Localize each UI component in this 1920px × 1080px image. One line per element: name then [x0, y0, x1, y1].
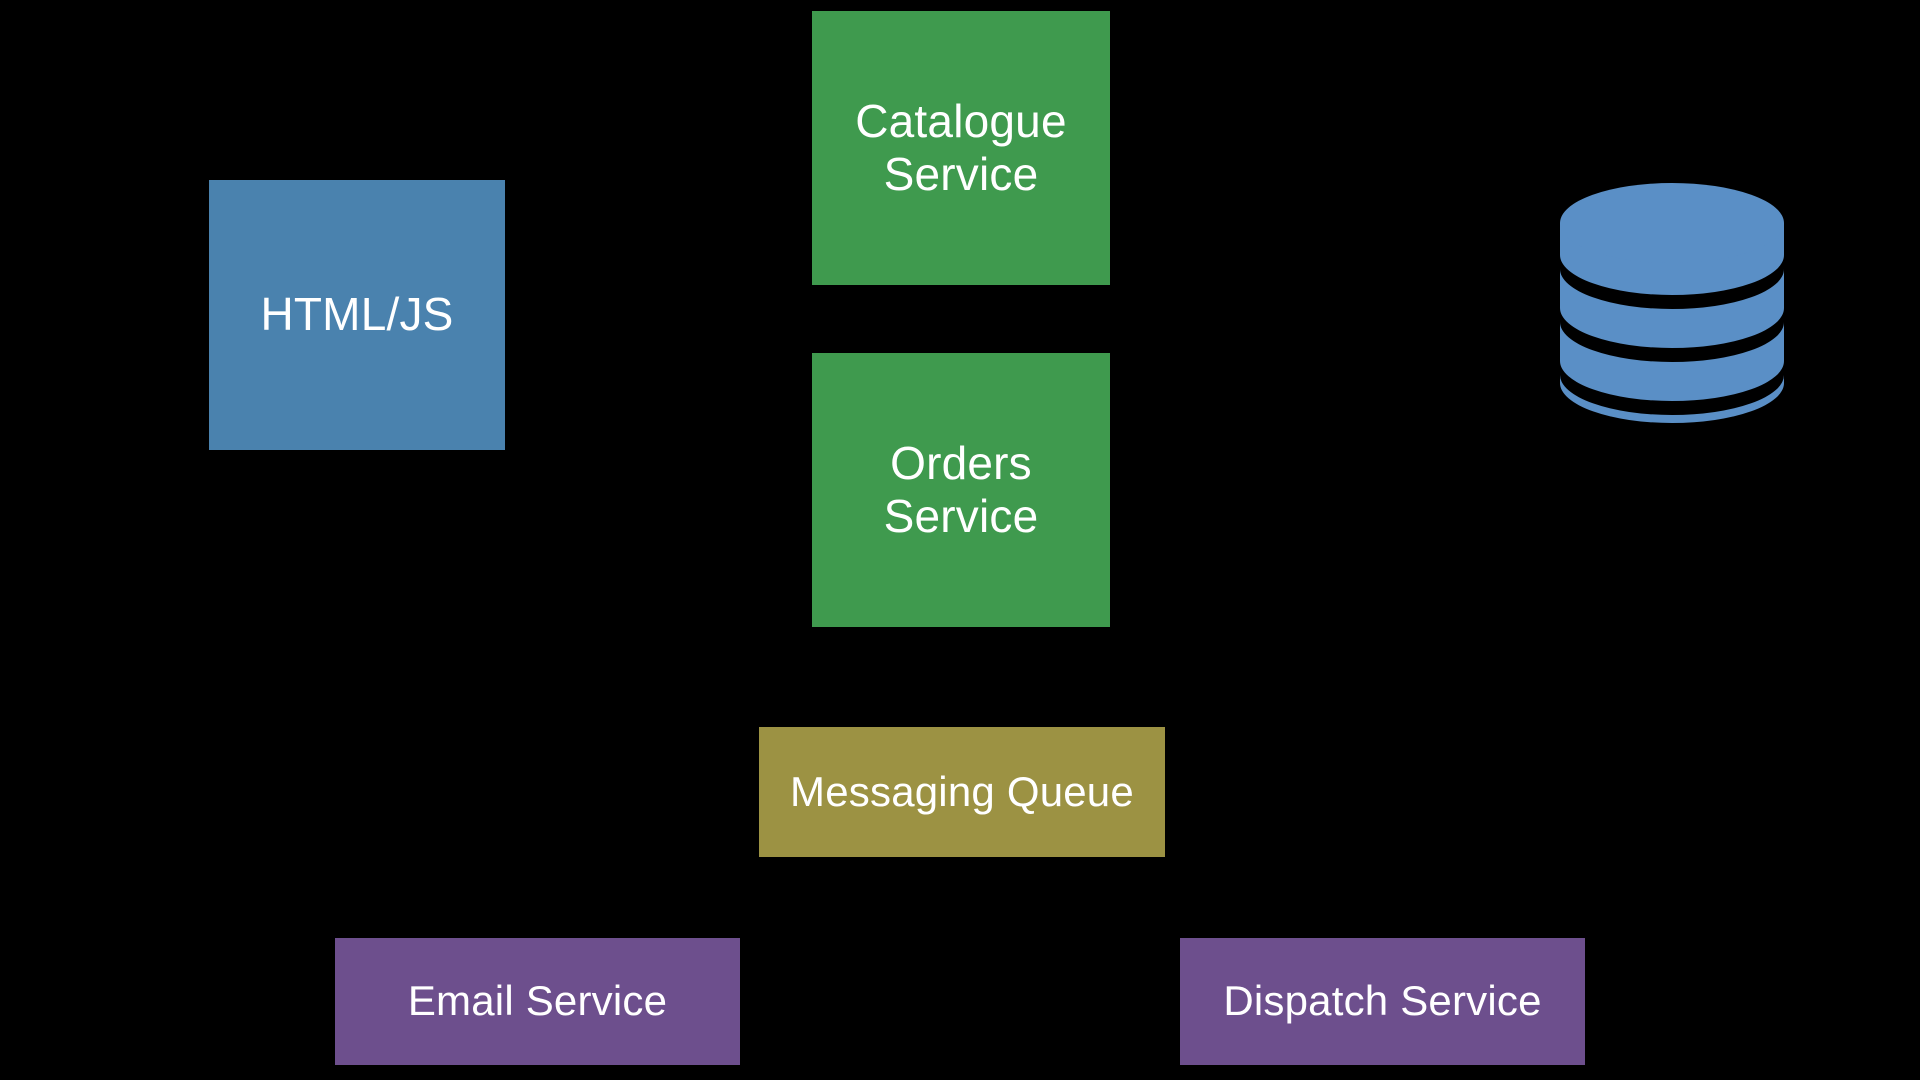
- node-html-js[interactable]: HTML/JS: [209, 180, 505, 450]
- database-icon: [1560, 183, 1784, 423]
- node-email-service[interactable]: Email Service: [335, 938, 740, 1065]
- node-messaging-queue[interactable]: Messaging Queue: [759, 727, 1165, 857]
- node-dispatch-service-label: Dispatch Service: [1223, 977, 1542, 1025]
- node-catalogue-service[interactable]: Catalogue Service: [812, 11, 1110, 285]
- node-database[interactable]: [1558, 183, 1786, 423]
- node-catalogue-service-label: Catalogue Service: [855, 94, 1067, 200]
- node-html-js-label: HTML/JS: [260, 288, 454, 341]
- node-dispatch-service[interactable]: Dispatch Service: [1180, 938, 1585, 1065]
- node-email-service-label: Email Service: [407, 977, 668, 1025]
- node-messaging-queue-label: Messaging Queue: [790, 767, 1134, 815]
- node-orders-service-label: Orders Service: [883, 436, 1039, 542]
- node-orders-service[interactable]: Orders Service: [812, 353, 1110, 627]
